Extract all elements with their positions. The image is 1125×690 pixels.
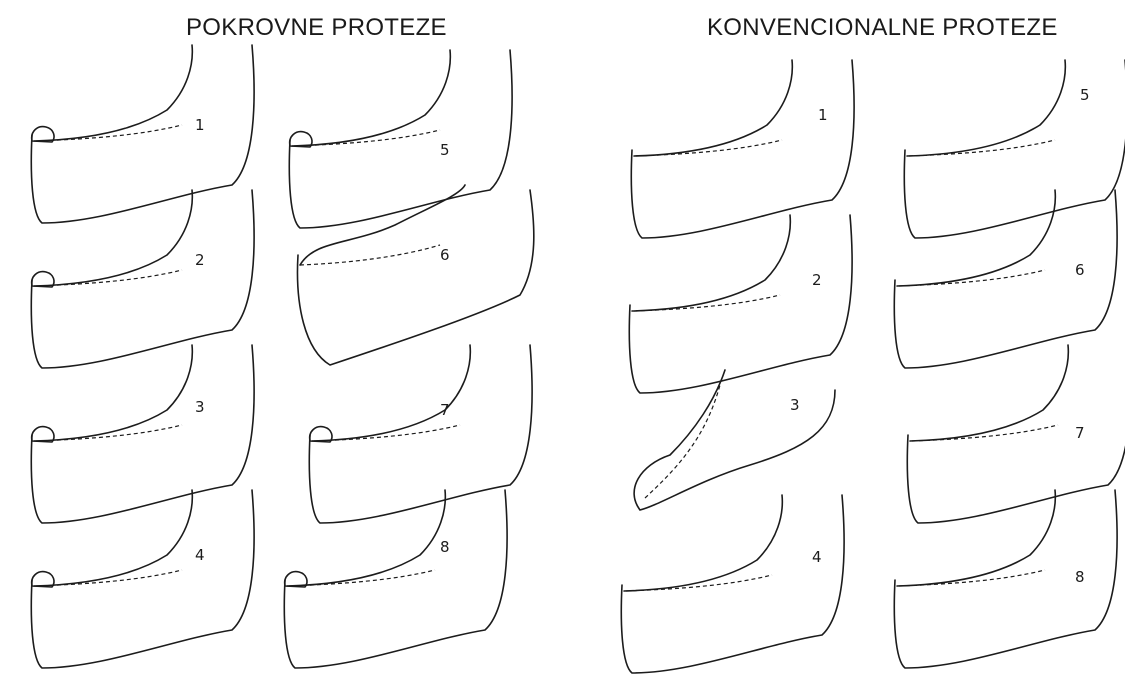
profile-number-right-5: 5	[1080, 86, 1090, 104]
profile-number-left-1: 1	[195, 116, 205, 134]
profile-number-right-7: 7	[1075, 424, 1085, 442]
mandible-outline	[31, 190, 254, 368]
alveolar-ridge-outline	[34, 345, 192, 441]
alveolar-ridge-outline	[624, 495, 782, 591]
alveolar-ridge-outline	[897, 490, 1055, 586]
profile-right-2	[629, 215, 852, 393]
mandible-outline	[297, 190, 533, 365]
profile-left-6	[297, 185, 533, 365]
profile-left-1	[31, 45, 254, 223]
profile-right-5	[904, 60, 1125, 238]
profile-left-7	[309, 345, 532, 523]
alveolar-ridge-outline	[292, 50, 450, 146]
profile-left-3	[31, 345, 254, 523]
profile-right-7	[907, 345, 1125, 523]
profile-left-5	[289, 50, 512, 228]
alveolar-ridge-outline	[34, 490, 192, 586]
mandible-outline	[904, 60, 1125, 238]
alveolar-ridge-outline	[312, 345, 470, 441]
mandible-outline	[894, 190, 1117, 368]
profile-number-right-1: 1	[818, 106, 828, 124]
alveolar-ridge-outline	[34, 45, 192, 141]
profile-number-left-5: 5	[440, 141, 450, 159]
mandible-outline	[629, 215, 852, 393]
profile-number-left-8: 8	[440, 538, 450, 556]
profile-number-right-8: 8	[1075, 568, 1085, 586]
mandible-outline	[631, 60, 854, 238]
profile-number-right-3: 3	[790, 396, 800, 414]
mandible-outline	[621, 495, 844, 673]
mandible-outline	[284, 490, 507, 668]
profile-right-4	[621, 495, 844, 673]
profile-number-right-2: 2	[812, 271, 822, 289]
alveolar-ridge-outline	[34, 190, 192, 286]
profile-number-right-4: 4	[812, 548, 822, 566]
mandible-outline	[309, 345, 532, 523]
profile-number-right-6: 6	[1075, 261, 1085, 279]
mandible-outline	[31, 490, 254, 668]
profile-number-left-7: 7	[440, 401, 450, 419]
mandible-outline	[289, 50, 512, 228]
profile-number-left-6: 6	[440, 246, 450, 264]
profile-number-left-4: 4	[195, 546, 205, 564]
alveolar-ridge-outline	[634, 60, 792, 156]
profile-left-2	[31, 190, 254, 368]
profile-number-left-3: 3	[195, 398, 205, 416]
alveolar-ridge-outline	[910, 345, 1068, 441]
profile-left-4	[31, 490, 254, 668]
mandible-outline	[31, 345, 254, 523]
alveolar-ridge-outline	[907, 60, 1065, 156]
profile-left-8	[284, 490, 507, 668]
mandible-outline	[907, 345, 1125, 523]
profile-right-1	[631, 60, 854, 238]
alveolar-ridge-outline	[287, 490, 445, 586]
profile-number-left-2: 2	[195, 251, 205, 269]
mandible-outline	[31, 45, 254, 223]
profile-right-6	[894, 190, 1117, 368]
